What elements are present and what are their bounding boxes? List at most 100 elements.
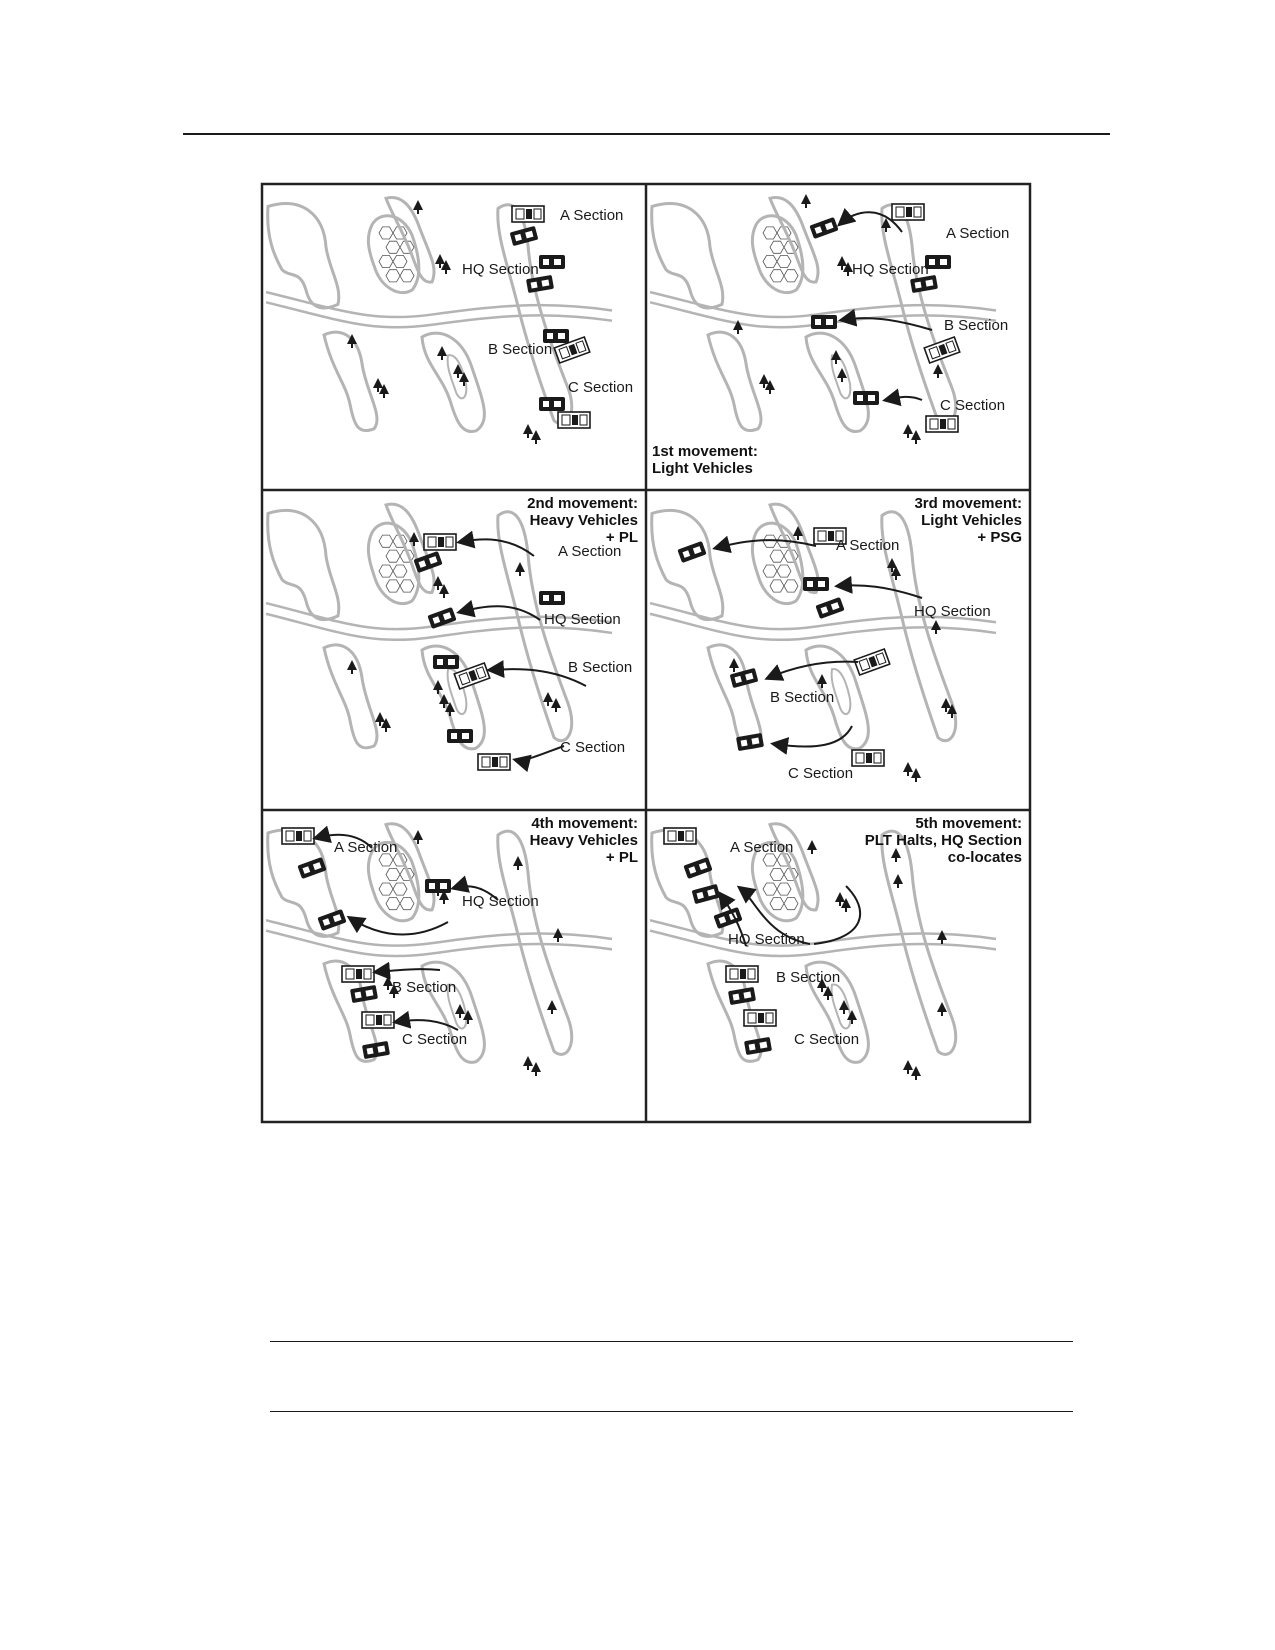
panel-title-line: 5th movement: [915,815,1022,832]
light-vehicle-icon [728,987,756,1005]
section-label-hq: HQ Section [852,261,929,278]
tree-icon [903,1060,913,1074]
ridge [768,502,820,595]
tree-icon [911,1066,921,1080]
forest-area [420,960,486,1064]
built-up-area [378,853,415,911]
tree-icon [409,532,419,546]
tree-icon [383,976,393,990]
heavy-vehicle-icon [663,827,697,845]
forest-area [830,354,852,400]
section-label-b: B Section [944,317,1008,334]
heavy-vehicle-icon [477,753,511,771]
light-vehicle-icon [539,591,565,605]
heavy-vehicle-icon [891,203,925,221]
section-label-a: A Section [946,225,1009,242]
forest-area [650,509,725,622]
light-vehicle-icon [350,985,378,1003]
ridge [880,829,958,1056]
forest-area [322,643,379,750]
tree-icon [379,384,389,398]
section-label-c: C Section [402,1031,467,1048]
forest-area [366,521,421,606]
movement-arrow [450,875,499,901]
tree-icon [937,1002,947,1016]
light-vehicle-icon [317,909,347,931]
light-vehicle-icon [362,1041,390,1059]
tree-icon [453,364,463,378]
movement-arrow [736,885,811,945]
light-vehicle-icon [539,397,565,411]
built-up-area [762,853,799,911]
light-vehicle-icon [543,329,569,343]
movement-arrow [456,530,535,557]
movement-arrow [512,745,565,773]
light-vehicle-icon [730,668,758,688]
section-label-hq: HQ Section [914,603,991,620]
heavy-vehicle-icon [341,965,375,983]
movement-arrow [717,890,747,947]
heavy-vehicle-icon [423,533,457,551]
section-label-hq: HQ Section [544,611,621,628]
forest-area [804,960,870,1064]
tree-icon [455,1004,465,1018]
panel-title: 1st movement:Light Vehicles [652,443,758,477]
forest-area [804,331,870,434]
ridge [384,502,436,595]
heavy-vehicle-icon [453,661,491,691]
heavy-vehicle-icon [851,749,885,767]
tree-icon [553,928,563,942]
tree-icon [837,368,847,382]
forest-area [366,840,421,923]
tree-icon [729,658,739,672]
tree-icon [891,566,901,580]
tree-icon [441,260,451,274]
tree-icon [903,762,913,776]
tree-icon [911,768,921,782]
tree-icon [733,320,743,334]
built-up-area [378,226,415,283]
forest-area [446,983,468,1030]
heavy-vehicle-icon [281,827,315,845]
section-label-c: C Section [940,397,1005,414]
forest-area [446,354,468,400]
tree-icon [381,718,391,732]
panel-title-line: 4th movement: [531,815,638,832]
heavy-vehicle-icon [557,411,591,429]
footer-rule-top [270,1341,1073,1342]
ridge [880,510,958,743]
tree-icon [531,1062,541,1076]
tree-icon [531,430,541,444]
movement-arrow [882,388,923,407]
tree-icon [837,256,847,270]
tree-icon [375,712,385,726]
section-label-hq: HQ Section [462,893,539,910]
forest-area [750,521,805,606]
tree-icon [437,346,447,360]
tree-icon [551,698,561,712]
movement-arrow [764,660,859,681]
light-vehicle-icon [811,315,837,329]
panel-title: 3rd movement:Light Vehicles+ PSG [914,495,1022,546]
movement-arrow [372,961,441,980]
section-label-b: B Section [392,979,456,996]
tree-icon [817,978,827,992]
section-label-b: B Section [770,689,834,706]
built-up-area [762,226,799,283]
light-vehicle-icon [809,217,839,239]
section-label-hq: HQ Section [462,261,539,278]
section-label-a: A Section [334,839,397,856]
tree-icon [543,692,553,706]
light-vehicle-icon [526,275,554,293]
movement-panel-4: A Section HQ Section B Section C Section 4th… [265,815,638,1076]
movement-panel-1: A Section HQ Section B Section C Section 1st… [649,194,1009,477]
panel-title-line: co-locates [948,849,1022,866]
movement-arrow [392,1010,459,1031]
panel-title-line: Heavy Vehicles [530,512,638,529]
section-label-a: A Section [560,207,623,224]
light-vehicle-icon [910,275,938,293]
